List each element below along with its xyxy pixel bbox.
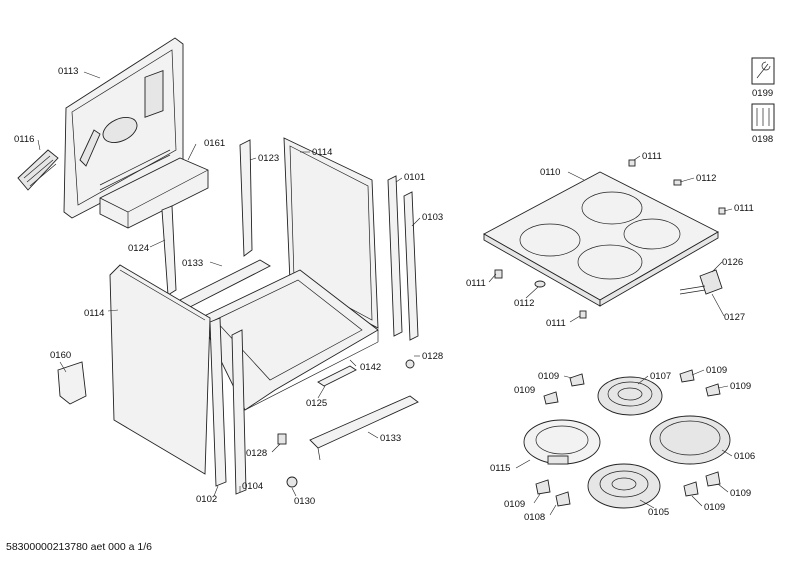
side-rail-0124 xyxy=(161,205,177,296)
label-0115: 0115 xyxy=(490,463,510,474)
vent-grill-0116 xyxy=(17,149,59,191)
label-0199: 0199 xyxy=(752,88,773,99)
bracket-0109-a xyxy=(569,373,585,387)
label-0111-b: 0111 xyxy=(734,203,754,214)
clip-0128-left xyxy=(277,433,287,445)
cooktop-glass-0110 xyxy=(483,171,719,307)
label-0111-d: 0111 xyxy=(546,318,566,329)
label-0128-right: 0128 xyxy=(422,351,443,362)
label-0109-c: 0109 xyxy=(514,385,535,396)
heating-element-0107 xyxy=(597,376,663,416)
label-0105: 0105 xyxy=(648,507,669,518)
bracket-0109-c xyxy=(679,369,695,383)
label-0130: 0130 xyxy=(294,496,315,507)
clip-0111-d xyxy=(579,310,587,319)
label-0107: 0107 xyxy=(650,371,671,382)
clip-0112-a xyxy=(673,179,682,186)
rail-0125 xyxy=(317,365,357,387)
clip-0112-b xyxy=(534,280,546,288)
label-0109-b: 0109 xyxy=(706,365,727,376)
label-0102: 0102 xyxy=(196,494,217,505)
side-rail-0123 xyxy=(239,139,253,257)
label-0108: 0108 xyxy=(524,512,545,523)
label-0142: 0142 xyxy=(360,362,381,373)
label-0112-b: 0112 xyxy=(514,298,534,309)
bracket-0109-f xyxy=(705,471,721,487)
heating-element-0105 xyxy=(587,463,661,509)
label-0127: 0127 xyxy=(724,312,745,323)
label-0104: 0104 xyxy=(242,481,263,492)
label-0133-bottom: 0133 xyxy=(380,433,401,444)
connector-0126 xyxy=(679,269,723,295)
leader-lines xyxy=(37,71,733,516)
bracket-0109-b xyxy=(543,391,559,405)
front-rail-0104 xyxy=(231,329,247,495)
side-panel-0114-left xyxy=(109,264,211,475)
label-0110: 0110 xyxy=(540,167,560,178)
bracket-0109-e xyxy=(535,479,551,495)
bottom-rail-0133 xyxy=(309,395,419,461)
foot-0130 xyxy=(286,476,298,488)
label-0113: 0113 xyxy=(58,66,78,77)
side-rail-0103 xyxy=(403,191,419,341)
label-0101: 0101 xyxy=(404,172,425,183)
heating-element-0106 xyxy=(649,415,731,465)
bracket-0160 xyxy=(57,361,87,405)
label-0161: 0161 xyxy=(204,138,225,149)
label-0109-f: 0109 xyxy=(704,502,725,513)
label-0111-a: 0111 xyxy=(642,151,662,162)
part-labels: 0113 0116 0161 0123 0114 0101 0103 0124 … xyxy=(14,66,773,523)
bracket-0109-g xyxy=(683,481,699,497)
label-0125: 0125 xyxy=(306,398,327,409)
label-0106: 0106 xyxy=(734,451,755,462)
label-0109-g: 0109 xyxy=(730,488,751,499)
label-0124: 0124 xyxy=(128,243,149,254)
label-0109-a: 0109 xyxy=(538,371,559,382)
side-rail-0101 xyxy=(387,175,403,337)
label-0116: 0116 xyxy=(14,134,34,145)
label-0109-d: 0109 xyxy=(730,381,751,392)
heating-element-0115 xyxy=(523,419,601,465)
wrench-icon xyxy=(751,57,775,85)
duct-0161 xyxy=(99,157,209,229)
label-0103: 0103 xyxy=(422,212,443,223)
bracket-0109-d xyxy=(705,383,721,397)
label-0111-c: 0111 xyxy=(466,278,486,289)
label-0109-e: 0109 xyxy=(504,499,525,510)
clip-0111-c xyxy=(494,269,503,279)
label-0112-a: 0112 xyxy=(696,173,716,184)
front-rail-0102 xyxy=(209,317,227,487)
label-0126: 0126 xyxy=(722,257,743,268)
document-footer-id: 58300000213780 aet 000 a 1/6 xyxy=(6,541,152,553)
bracket-0108 xyxy=(555,491,571,507)
screwdriver-set-icon xyxy=(751,103,775,131)
label-0123: 0123 xyxy=(258,153,279,164)
label-0133-top: 0133 xyxy=(182,258,203,269)
label-0114-top: 0114 xyxy=(312,147,332,158)
clip-0111-a xyxy=(628,159,636,167)
label-0198: 0198 xyxy=(752,134,773,145)
label-0128-left: 0128 xyxy=(246,448,267,459)
screw-0128-right xyxy=(405,359,415,369)
label-0160: 0160 xyxy=(50,350,71,361)
label-0114-left: 0114 xyxy=(84,308,104,319)
